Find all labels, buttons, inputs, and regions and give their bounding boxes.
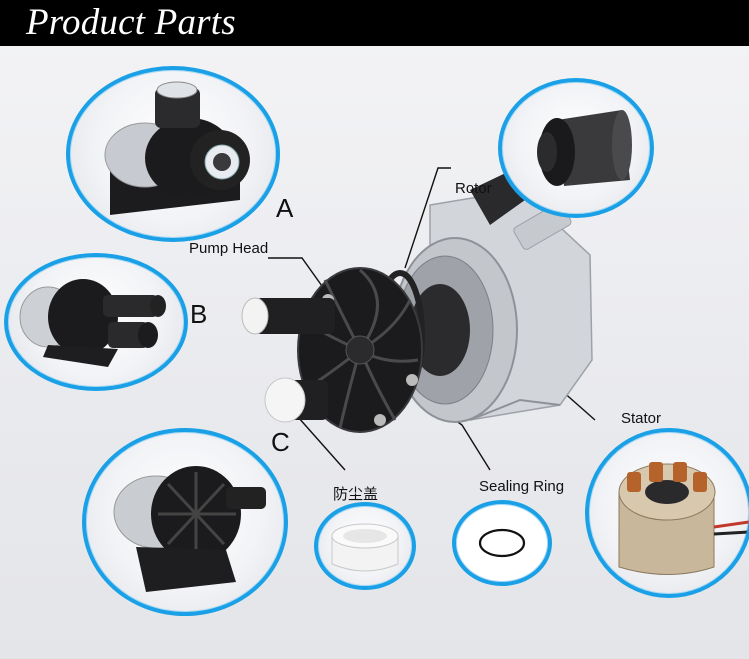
stator-circle xyxy=(585,428,749,598)
variant-a-circle xyxy=(66,66,280,242)
pump-variant-c-image xyxy=(113,466,266,592)
pump-variant-b-image xyxy=(19,279,166,367)
variant-c-label: C xyxy=(271,427,290,457)
pump-variant-a-image xyxy=(104,81,250,215)
pump-head xyxy=(241,267,423,433)
dust-cap-image xyxy=(331,523,399,572)
sealing-ring-circle xyxy=(452,500,552,586)
sealing-ring-image xyxy=(478,528,526,558)
rotor-image xyxy=(537,110,632,186)
dust-cap-label: 防尘盖 xyxy=(333,486,379,503)
page-title: Product Parts xyxy=(26,2,236,43)
stator-label: Stator xyxy=(621,410,662,427)
variant-c-circle xyxy=(82,428,288,616)
variant-b-circle xyxy=(4,253,188,391)
dust-cap-circle xyxy=(314,502,416,590)
header-bar: Product Parts xyxy=(0,0,749,46)
stator-image xyxy=(618,462,749,575)
motor-housing xyxy=(392,170,593,423)
variant-a-label: A xyxy=(276,193,294,223)
rotor-circle xyxy=(498,78,654,218)
sealing-ring-leader-line xyxy=(454,419,491,471)
rotor-leader-line xyxy=(404,167,451,269)
sealing-ring-label: Sealing Ring xyxy=(479,478,565,495)
rotor-label: Rotor xyxy=(455,180,492,197)
variant-b-label: B xyxy=(190,299,208,329)
pump-head-label: Pump Head xyxy=(189,240,269,257)
